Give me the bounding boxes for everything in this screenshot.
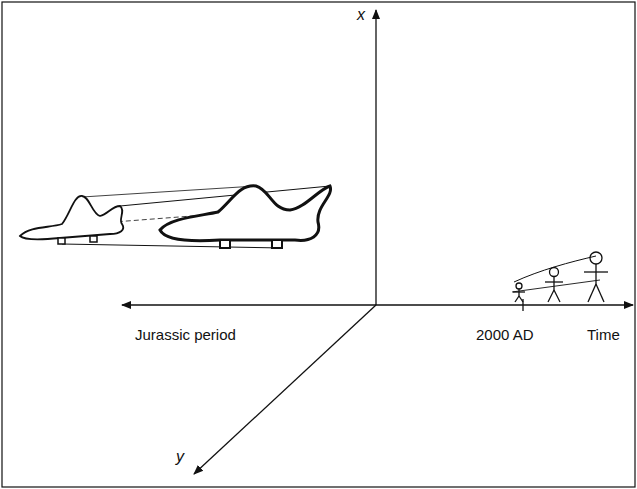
period-label: Jurassic period <box>135 327 236 344</box>
axis-label: Time <box>587 327 620 344</box>
x-axis <box>375 10 376 305</box>
axis-label: x <box>357 6 365 24</box>
time-axis-past <box>122 304 376 305</box>
time-axis-future <box>376 304 633 305</box>
axis-label: y <box>176 448 184 466</box>
stick-figures <box>512 252 608 302</box>
date-label: 2000 AD <box>476 327 534 344</box>
dinosaurs <box>20 186 331 248</box>
